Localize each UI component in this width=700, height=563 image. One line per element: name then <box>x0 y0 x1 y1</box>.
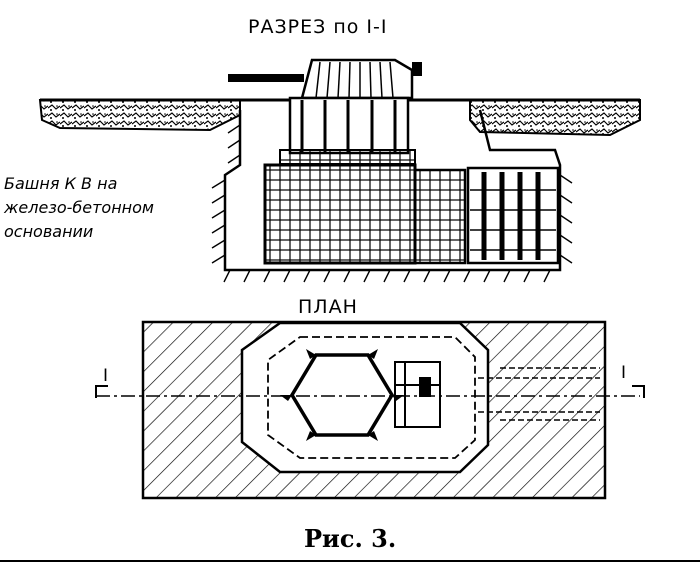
figure-caption: Рис. 3. <box>304 524 397 553</box>
soil-ticks-bottom <box>223 269 551 283</box>
turret-periscope <box>412 62 422 76</box>
tower-label-line2: железо-бетонном <box>4 198 154 217</box>
tower-label-line1: Башня К В на <box>4 174 118 193</box>
shaft-columns <box>300 100 397 152</box>
turret-gun-barrel <box>228 74 304 82</box>
machinery-bars <box>481 172 541 260</box>
plan-machinery <box>394 361 441 428</box>
soil-ticks-right <box>559 174 573 264</box>
plan-cable-runs <box>478 367 600 421</box>
plan-view <box>95 320 645 500</box>
machinery-rungs <box>470 189 556 251</box>
foundation-side-block <box>413 168 467 265</box>
section-title: РАЗРЕЗ по I-I <box>248 16 388 38</box>
earth-mound-right <box>469 99 641 137</box>
tower-label-line3: основании <box>4 222 94 241</box>
pit-outline <box>223 109 562 272</box>
section-view <box>38 58 641 283</box>
plan-turret-hexagon <box>289 353 395 437</box>
cut-mark-right: I <box>621 363 627 383</box>
earth-mound-left <box>38 99 241 132</box>
plan-inner-frame <box>267 336 476 459</box>
soil-ticks-left <box>211 124 241 264</box>
concrete-foundation <box>263 163 417 265</box>
turret-ribs <box>315 61 394 99</box>
cut-arrow-right <box>632 385 645 398</box>
cut-mark-left: I <box>103 366 109 386</box>
shaft-base-plate <box>279 149 416 165</box>
plan-title: ПЛАН <box>298 296 358 318</box>
cut-arrow-left <box>95 385 108 398</box>
